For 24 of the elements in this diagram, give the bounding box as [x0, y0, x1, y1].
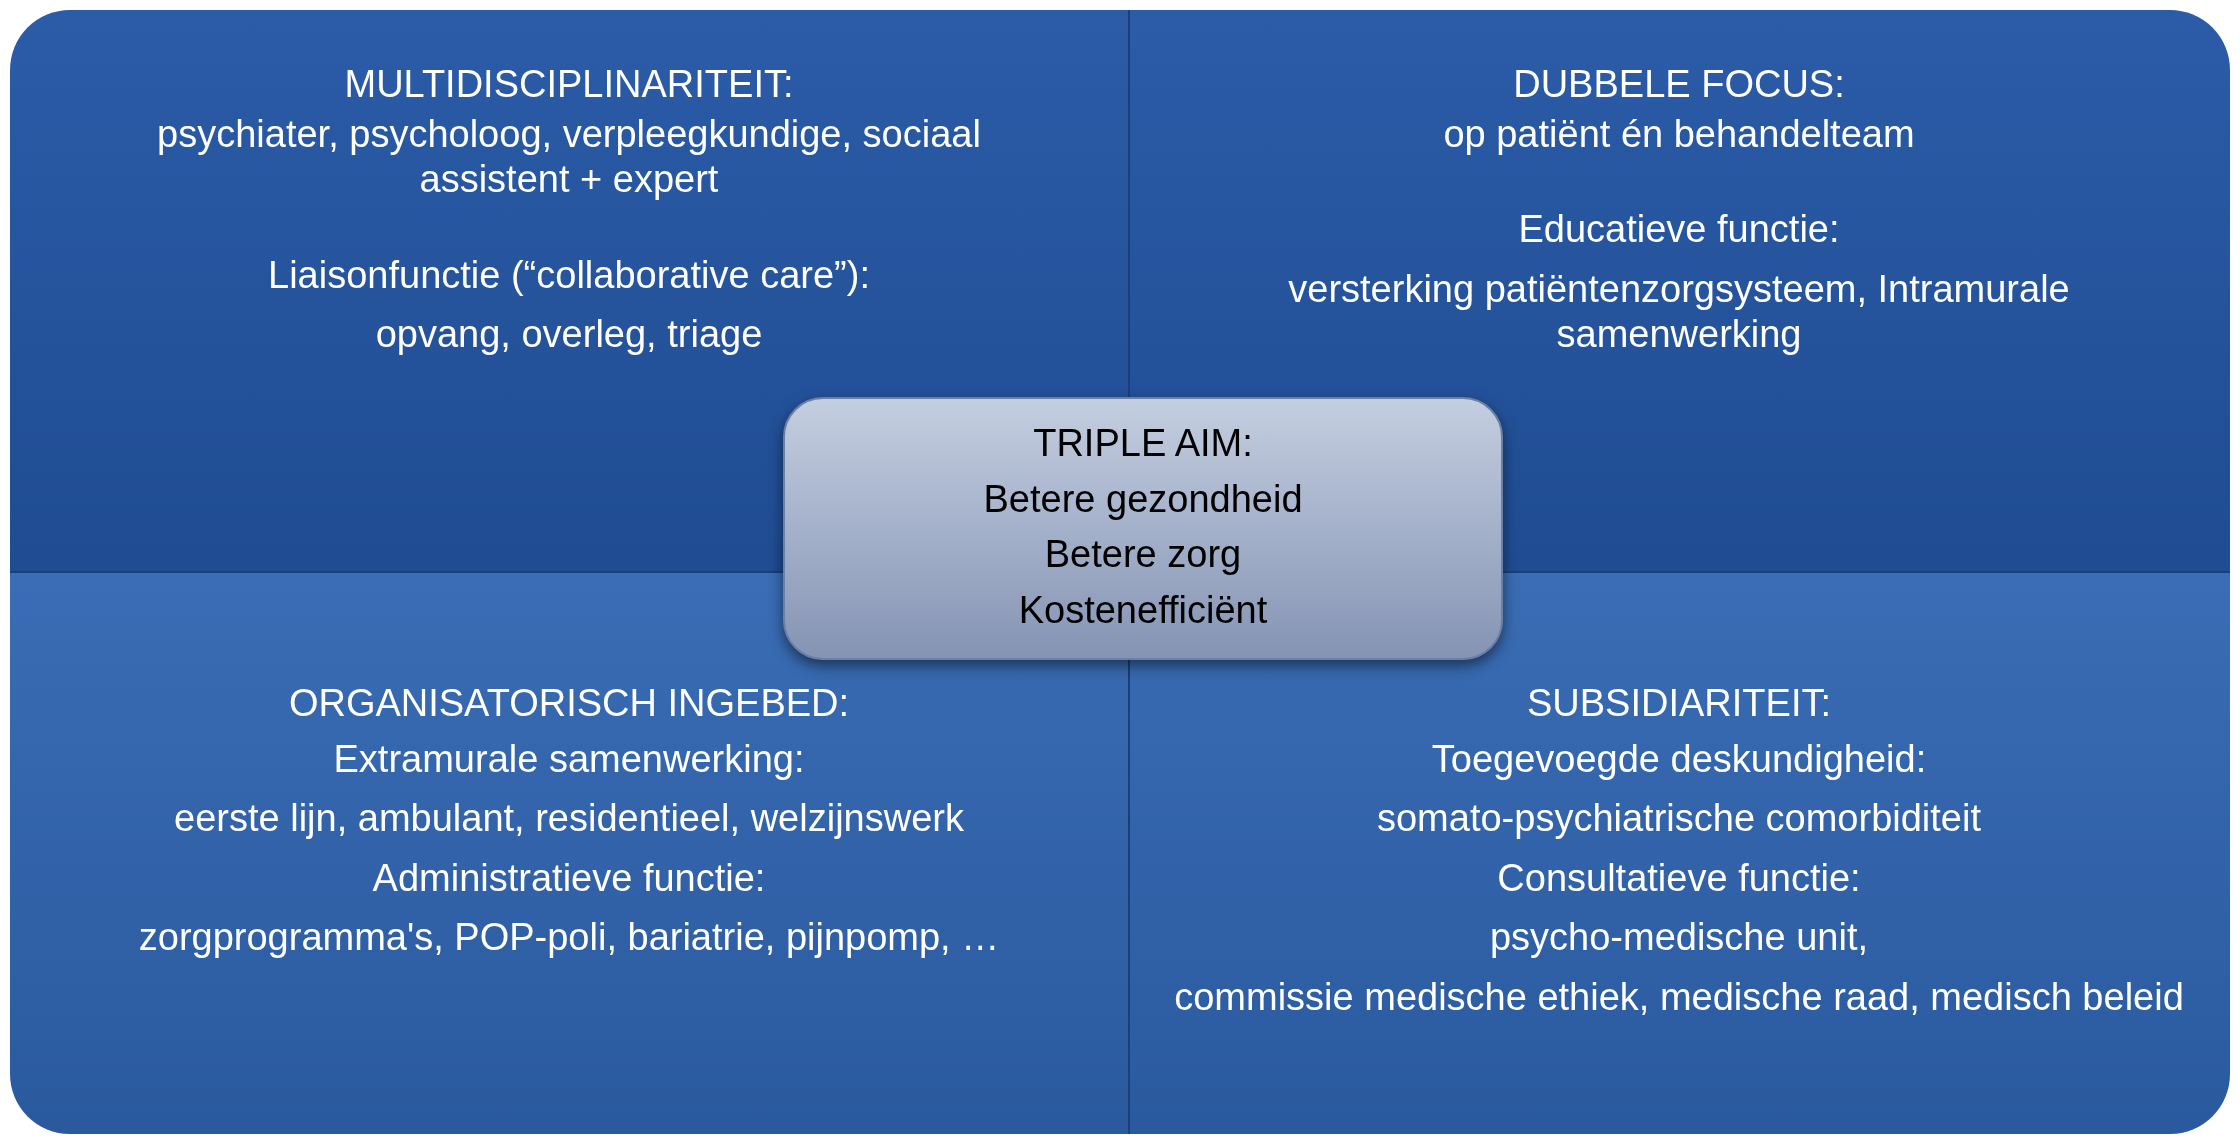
heading-text: ORGANISATORISCH INGEBED:: [287, 681, 851, 726]
body-text: eerste lijn, ambulant, residentieel, welzijnswerk: [173, 796, 965, 842]
body-text: psycho-medische unit,: [1488, 915, 1870, 961]
body-text: Consultatieve functie:: [1496, 855, 1862, 901]
body-text: opvang, overleg, triage: [374, 312, 764, 358]
body-text: Liaisonfunctie (“collaborative care”):: [267, 252, 871, 298]
body-text: commissie medische ethiek, medische raad, medisch beleid: [1173, 974, 2185, 1020]
body-text: Toegevoegde deskundigheid:: [1430, 736, 1928, 782]
heading-text: TRIPLE AIM:: [1032, 421, 1254, 466]
body-text: versterking patiëntenzorgsysteem, Intramurale samenwerking: [1287, 266, 2071, 358]
body-text: Kostenefficiënt: [1017, 587, 1269, 633]
heading-text: SUBSIDIARITEIT:: [1525, 681, 1833, 726]
body-text: psychiater, psycholoog, verpleegkundige, sociaal assistent + expert: [156, 111, 982, 203]
body-text: Extramurale samenwerking:: [332, 736, 806, 782]
body-text: Betere gezondheid: [982, 476, 1304, 522]
body-text: Administratieve functie:: [371, 855, 767, 901]
body-text: Betere zorg: [1043, 532, 1243, 578]
body-text: op patiënt én behandelteam: [1442, 111, 1916, 157]
heading-text: DUBBELE FOCUS:: [1512, 62, 1846, 107]
body-text: somato-psychiatrische comorbiditeit: [1376, 796, 1982, 842]
body-text: Educatieve functie:: [1517, 207, 1841, 253]
body-text: zorgprogramma's, POP-poli, bariatrie, pijnpomp, …: [137, 915, 1001, 961]
center-box: [783, 397, 1503, 660]
heading-text: MULTIDISCIPLINARITEIT:: [343, 62, 795, 107]
